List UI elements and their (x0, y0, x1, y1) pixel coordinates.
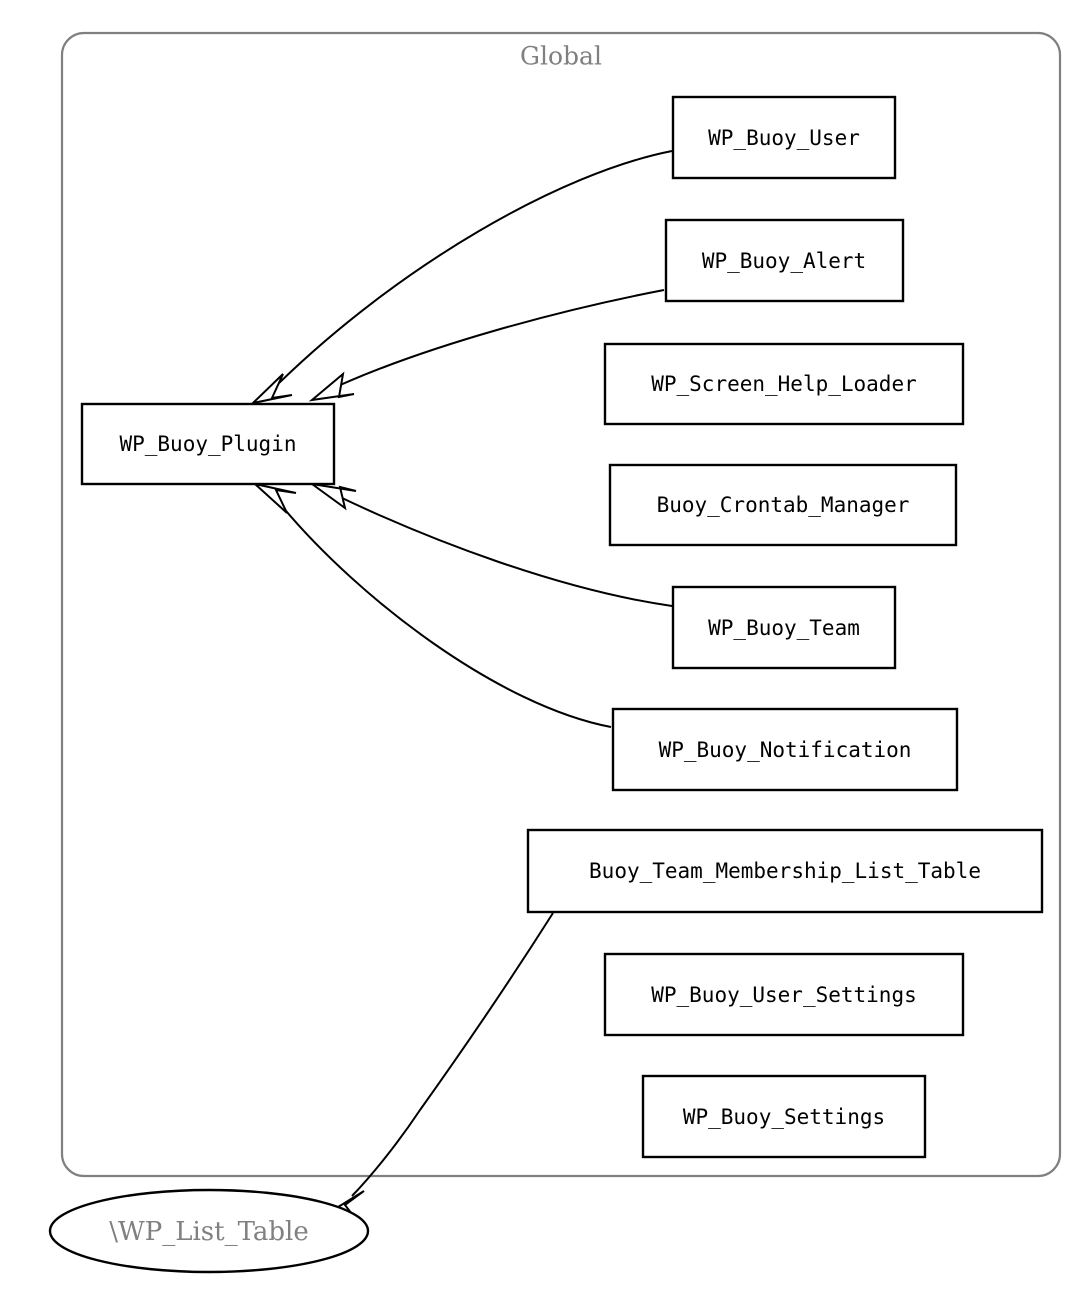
node-wp-list-table[interactable]: \WP_List_Table (48, 1188, 370, 1274)
node-wp-buoy-alert[interactable]: WP_Buoy_Alert (664, 218, 905, 303)
edge-line (280, 504, 612, 728)
arrow-head-hollow-triangle (249, 373, 293, 405)
node-box (664, 218, 905, 303)
node-box (641, 1074, 927, 1159)
node-label: WP_Buoy_User_Settings (651, 983, 917, 1007)
node-label: Buoy_Crontab_Manager (657, 493, 910, 517)
node-wp-buoy-plugin[interactable]: WP_Buoy_Plugin (80, 402, 336, 486)
edge-line (276, 150, 673, 386)
node-group: WP_Buoy_Plugin WP_Buoy_User WP_Buoy_Aler… (48, 95, 1044, 1274)
node-box (611, 707, 959, 792)
node-box (80, 402, 336, 486)
node-box (526, 828, 1044, 914)
node-wp-buoy-notification[interactable]: WP_Buoy_Notification (611, 707, 959, 792)
cluster-global: Global (60, 31, 1062, 1178)
edge-line (339, 496, 673, 607)
arrow-head-hollow-triangle (251, 482, 297, 514)
node-box (603, 952, 965, 1037)
arrow-head-hollow-triangle (311, 483, 357, 511)
node-wp-buoy-user-settings[interactable]: WP_Buoy_User_Settings (603, 952, 965, 1037)
cluster-global-border (60, 31, 1062, 1178)
cluster-global-label: Global (520, 42, 602, 71)
node-label: WP_Buoy_Plugin (119, 432, 296, 456)
node-box (603, 342, 965, 426)
edge-line (351, 912, 554, 1197)
node-wp-buoy-team[interactable]: WP_Buoy_Team (671, 585, 897, 670)
node-label: WP_Buoy_Settings (683, 1105, 885, 1129)
node-wp-buoy-user[interactable]: WP_Buoy_User (671, 95, 897, 180)
edge-buoy-team-membership-list-table-to-wp-list-table[interactable] (327, 912, 554, 1220)
node-buoy-crontab-manager[interactable]: Buoy_Crontab_Manager (608, 463, 958, 547)
node-label: WP_Buoy_Notification (659, 738, 912, 762)
node-wp-screen-help-loader[interactable]: WP_Screen_Help_Loader (603, 342, 965, 426)
node-box (608, 463, 958, 547)
edge-wp-buoy-user-to-wp-buoy-plugin[interactable] (249, 150, 673, 405)
arrow-head-hollow-triangle (308, 371, 355, 402)
node-label: WP_Buoy_User (708, 126, 860, 150)
edge-wp-buoy-notification-to-wp-buoy-plugin[interactable] (251, 482, 612, 728)
node-box (671, 585, 897, 670)
node-label: \WP_List_Table (109, 1217, 309, 1247)
node-label: Buoy_Team_Membership_List_Table (589, 859, 981, 883)
node-buoy-team-membership-list-table[interactable]: Buoy_Team_Membership_List_Table (526, 828, 1044, 914)
node-label: WP_Buoy_Team (708, 616, 860, 640)
node-label: WP_Screen_Help_Loader (651, 372, 917, 396)
edge-wp-buoy-alert-to-wp-buoy-plugin[interactable] (308, 289, 665, 402)
node-ellipse (48, 1188, 370, 1274)
edge-line (337, 289, 665, 387)
node-wp-buoy-settings[interactable]: WP_Buoy_Settings (641, 1074, 927, 1159)
edge-group (249, 150, 673, 1220)
edge-wp-buoy-team-to-wp-buoy-plugin[interactable] (311, 483, 673, 607)
node-box (671, 95, 897, 180)
node-label: WP_Buoy_Alert (702, 249, 866, 273)
